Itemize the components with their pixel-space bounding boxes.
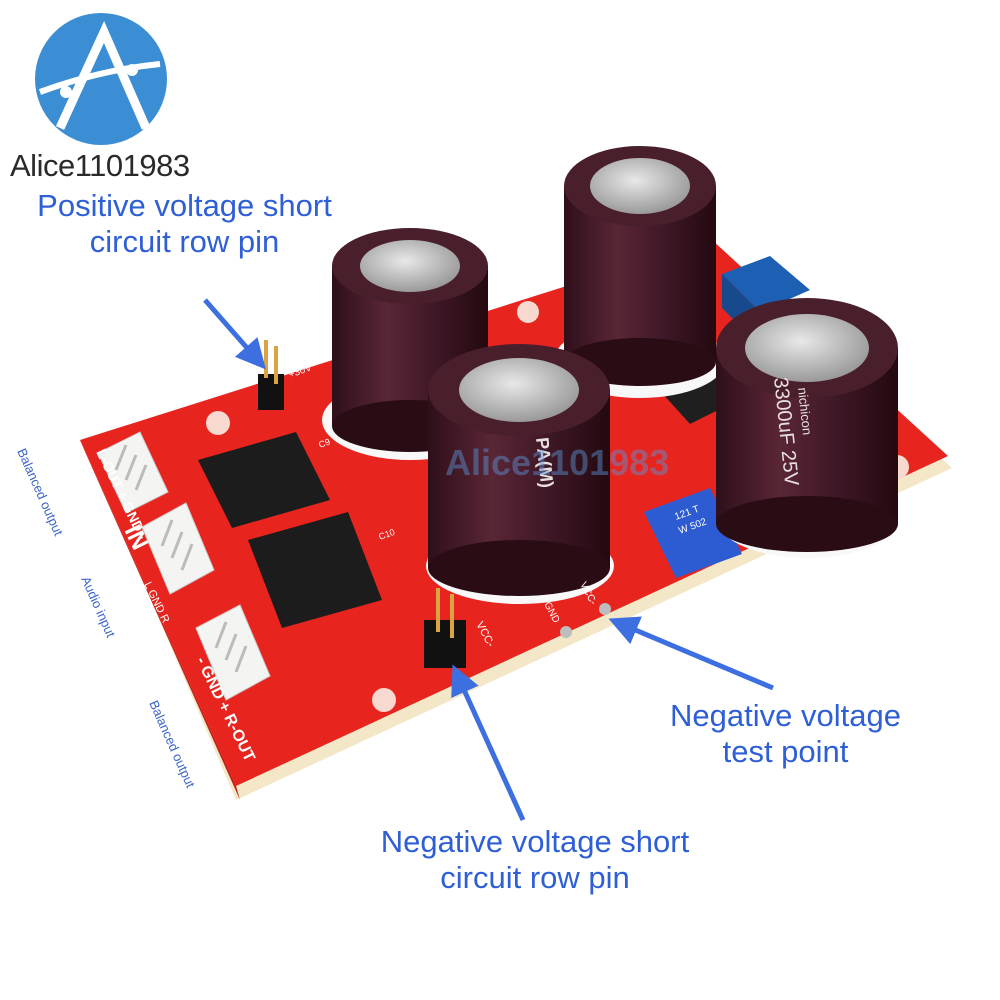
positive-short-pin-line-1: Positive voltage short (37, 188, 332, 223)
cap-brand: nichicon (795, 387, 815, 436)
positive-short-pin-line-2: circuit row pin (89, 223, 280, 259)
negative-short-pin-line-1: Negative voltage short (380, 824, 690, 859)
negative-short-pin-callout: Negative voltage short circuit row pin (355, 824, 715, 895)
negative-test-point-line-2: test point (722, 733, 849, 769)
a-letter-circle-logo-icon (35, 13, 167, 145)
watermark-text: Alice1101983 (445, 442, 670, 483)
negative-test-point-arrow (608, 616, 774, 691)
negative-voltage-test-point (599, 603, 611, 615)
positive-short-pin-callout: Positive voltage short circuit row pin (12, 188, 357, 259)
capacitor-back (554, 146, 726, 398)
input-output-connectors (97, 431, 271, 701)
negative-short-pin-arrow (451, 664, 526, 822)
silk-c9: C9 (317, 437, 331, 450)
op-amp-chips (198, 432, 382, 628)
brand-name: Alice1101983 (10, 148, 190, 183)
positive-short-pin-header (258, 340, 284, 410)
left-output-connector (97, 431, 169, 514)
negative-short-pin-header (424, 588, 466, 668)
negative-test-point-callout: Negative voltage test point (648, 698, 923, 769)
negative-test-point-line-1: Negative voltage (670, 698, 901, 733)
audio-input-connector (141, 502, 215, 595)
callout-arrows (203, 298, 774, 822)
right-output-connector (195, 604, 271, 701)
negative-short-pin-line-2: circuit row pin (440, 859, 630, 895)
capacitor-right (716, 298, 898, 558)
capacitor-front (426, 344, 614, 604)
positive-short-pin-arrow (203, 298, 266, 370)
gnd-test-point (560, 626, 572, 638)
